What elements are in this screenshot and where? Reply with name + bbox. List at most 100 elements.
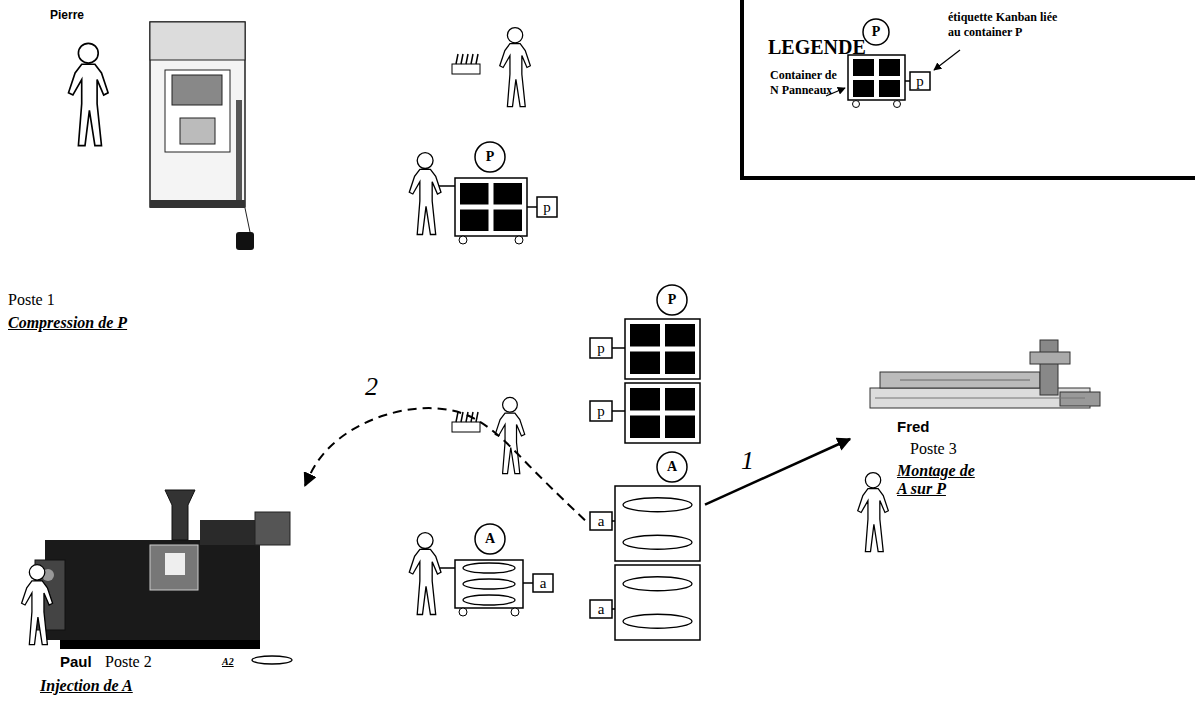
part-a (463, 579, 515, 589)
panel (665, 388, 695, 411)
container-drawing (585, 283, 705, 448)
panel (630, 324, 660, 347)
kanban-container: Aa (447, 522, 562, 617)
panel (665, 324, 695, 347)
container-stack: Ppp (585, 283, 705, 448)
kanban-circle (657, 452, 687, 482)
panel (630, 388, 660, 411)
machine-panel (150, 545, 198, 590)
press-part (236, 232, 254, 250)
panel (879, 59, 900, 76)
kanban-tag (590, 401, 612, 421)
worker (409, 533, 441, 615)
station-task: Injection de A (40, 677, 133, 695)
station-task: Compression de P (8, 314, 127, 332)
step-number: 1 (738, 446, 757, 476)
tag-link (523, 582, 533, 584)
worker (22, 565, 53, 645)
container (455, 560, 523, 608)
wheel (511, 608, 519, 616)
kanban-tag: a (590, 512, 612, 530)
machine-base (60, 640, 260, 649)
machine-screen (165, 553, 185, 575)
container-drawing (447, 140, 562, 248)
wheel (515, 236, 523, 244)
part-a (623, 577, 692, 591)
part-a (623, 614, 692, 628)
container (615, 486, 700, 561)
part-name: A2 (222, 656, 234, 667)
tag-link (612, 347, 625, 349)
kanban-circle (475, 524, 505, 554)
kanban-tag (590, 600, 612, 618)
kanban-tag (537, 197, 557, 217)
machine-hopper (165, 490, 195, 540)
kanban-tag: a (533, 574, 553, 592)
kanban-tag (590, 512, 612, 530)
press-window (165, 70, 230, 152)
panel (665, 352, 695, 375)
machine-detail (875, 398, 1085, 399)
wheel (459, 608, 467, 616)
press-ram (172, 75, 222, 105)
part-a (463, 563, 515, 573)
operator-name: Fred (897, 418, 930, 435)
tag-link (527, 206, 537, 208)
workstation: PierrePoste 1Compression de P (5, 8, 270, 338)
kanban-circle (863, 19, 889, 45)
legend-text: Container de N Panneaux (770, 68, 844, 98)
press-head (150, 22, 245, 60)
flow-arrow (705, 439, 850, 505)
container-stack: Aa a (585, 450, 705, 645)
panel (494, 183, 523, 205)
part-a (463, 595, 515, 605)
part-a (623, 498, 692, 512)
station-number: Poste 2 (105, 653, 152, 671)
worker (858, 473, 889, 552)
cards (456, 54, 478, 64)
station-number: Poste 3 (910, 440, 957, 458)
wheel (853, 101, 860, 108)
part-a (623, 535, 692, 549)
container (455, 178, 527, 236)
legend-border (740, 0, 744, 178)
kanban-tag: p (910, 72, 930, 90)
press-machine (150, 22, 254, 250)
panel (630, 416, 660, 439)
kanban-tag: a (590, 600, 612, 618)
machine-unit (255, 512, 290, 545)
cart-handle (438, 185, 455, 187)
wheel (894, 101, 901, 108)
panel (665, 416, 695, 439)
container-symbol: A (657, 452, 687, 482)
kanban-tag: p (590, 401, 612, 421)
container-symbol: P (475, 142, 505, 172)
container-symbol: P (863, 19, 889, 45)
wheel (459, 236, 467, 244)
kanban-tag (533, 574, 553, 592)
press-cable (245, 208, 250, 232)
kanban-cards (452, 54, 480, 432)
machine-unit (200, 520, 260, 545)
container (625, 319, 700, 379)
container-drawing (447, 522, 562, 617)
injection-machine (35, 490, 292, 664)
kanban-circle (475, 142, 505, 172)
panel (494, 210, 523, 232)
machine-unit (880, 372, 1040, 388)
press-die (180, 118, 215, 144)
panel (630, 352, 660, 375)
kanban-circle (657, 285, 687, 315)
step-number: 2 (362, 372, 381, 402)
machine-head (1030, 352, 1070, 364)
panel (460, 183, 489, 205)
container-symbol: P (657, 285, 687, 315)
tag-link (612, 410, 625, 412)
legend-frame (740, 0, 1195, 178)
card-tray (452, 64, 480, 74)
workstation: PaulPoste 2Injection de A (5, 455, 305, 710)
press-base (150, 200, 245, 208)
cart-handle (438, 567, 455, 569)
kanban-tag (910, 72, 930, 90)
machine-column (1040, 340, 1058, 395)
